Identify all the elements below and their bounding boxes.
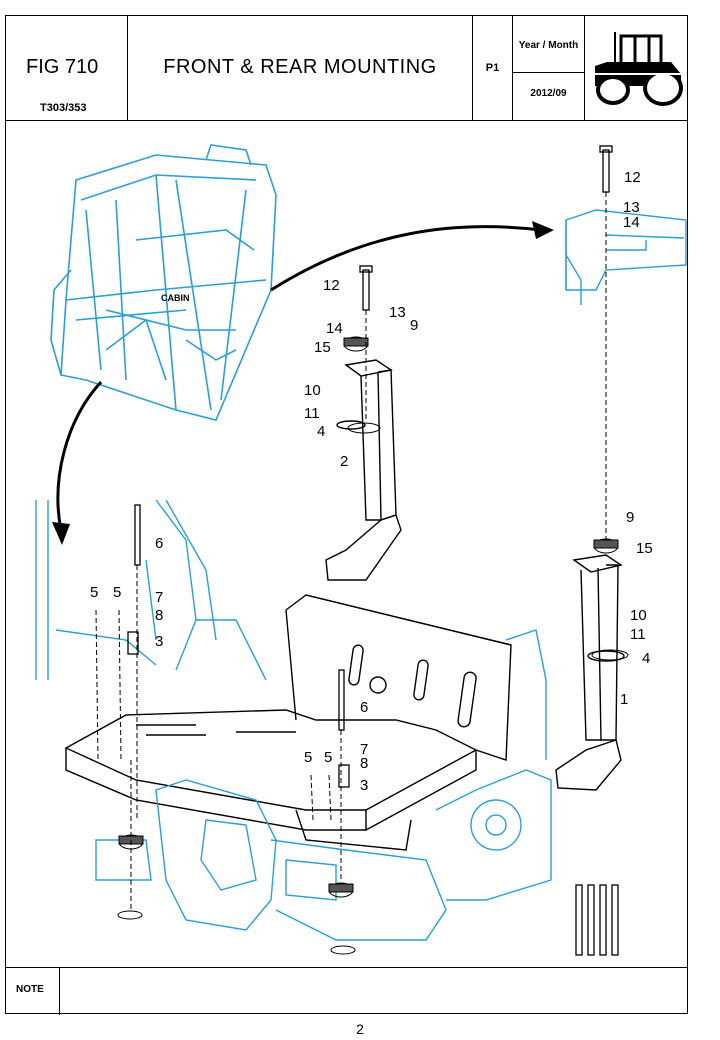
callout-3-rear: 3 — [360, 777, 368, 794]
page-code: P1 — [485, 62, 500, 74]
assembly-centerlines — [95, 192, 607, 910]
cabin-frame — [50, 144, 277, 421]
page-number: 2 — [356, 1021, 364, 1037]
figure-cell: FIG 710 T303/353 — [6, 16, 128, 120]
callout-14: 14 — [326, 320, 343, 337]
exploded-diagram: CABIN — [6, 120, 689, 968]
tractor-logo — [585, 16, 689, 120]
note-row: NOTE — [6, 967, 687, 1015]
date-value: 2012/09 — [530, 88, 567, 99]
callout-5-rear-b: 5 — [324, 749, 332, 766]
washers — [117, 422, 629, 955]
title-block: FIG 710 T303/353 FRONT & REAR MOUNTING P… — [6, 16, 687, 121]
callout-6-front: 6 — [155, 535, 163, 552]
callout-13-rear: 13 — [623, 199, 640, 216]
tractor-icon — [595, 32, 683, 106]
cab-platform — [64, 594, 512, 851]
front-cabin-corner — [35, 499, 267, 681]
callout-2: 2 — [340, 453, 348, 470]
callout-8-rear: 8 — [360, 755, 368, 772]
transmission-housing — [95, 629, 552, 941]
callout-4-rear: 4 — [642, 650, 650, 667]
isolator-mounts — [118, 336, 619, 898]
page-code-cell: P1 — [473, 16, 513, 120]
arrow-head-rear — [532, 221, 554, 239]
title-cell: FRONT & REAR MOUNTING — [128, 16, 473, 120]
callout-9: 9 — [410, 317, 418, 334]
note-label-cell: NOTE — [6, 968, 60, 1015]
callout-1: 1 — [620, 691, 628, 708]
callout-7-rear: 7 — [360, 741, 368, 758]
callout-4: 4 — [317, 423, 325, 440]
date-cell: Year / Month 2012/09 — [513, 16, 585, 120]
callout-12: 12 — [323, 277, 340, 294]
bracket-2 — [325, 359, 402, 581]
bracket-1 — [555, 554, 625, 791]
callout-13: 13 — [389, 304, 406, 321]
callout-15: 15 — [314, 339, 331, 356]
callout-11-rear: 11 — [630, 626, 646, 643]
callout-8-front: 8 — [155, 607, 163, 624]
page-title: FRONT & REAR MOUNTING — [163, 56, 437, 78]
callout-5-front-b: 5 — [113, 584, 121, 601]
cabin-label: CABIN — [161, 293, 190, 303]
callout-10: 10 — [304, 382, 321, 399]
callout-7-front: 7 — [155, 589, 163, 606]
rear-cabin-corner — [565, 209, 687, 305]
note-label: NOTE — [16, 984, 44, 995]
callout-6-rear: 6 — [360, 699, 368, 716]
callout-10-rear: 10 — [630, 607, 647, 624]
callout-numbers: 12 13 14 9 15 10 11 4 2 12 13 14 9 15 10… — [90, 169, 653, 794]
callout-14-rear: 14 — [623, 214, 640, 231]
callout-5-front-a: 5 — [90, 584, 98, 601]
date-label: Year / Month — [518, 40, 579, 51]
arrow-to-front-detail — [56, 380, 103, 531]
model-code: T303/353 — [40, 102, 87, 114]
callout-3-front: 3 — [155, 633, 163, 650]
callout-5-rear-a: 5 — [304, 749, 312, 766]
arrow-to-rear-detail — [270, 225, 542, 292]
page-frame: FIG 710 T303/353 FRONT & REAR MOUNTING P… — [5, 15, 689, 1015]
parts-diagram: CABIN — [35, 144, 687, 956]
arrow-head-front — [52, 522, 70, 545]
figure-number: FIG 710 — [26, 56, 99, 78]
callout-9-rear: 9 — [626, 509, 634, 526]
callout-15-rear: 15 — [636, 540, 653, 557]
bolts — [127, 145, 619, 956]
callout-12-rear: 12 — [624, 169, 641, 186]
callout-11: 11 — [304, 405, 320, 422]
